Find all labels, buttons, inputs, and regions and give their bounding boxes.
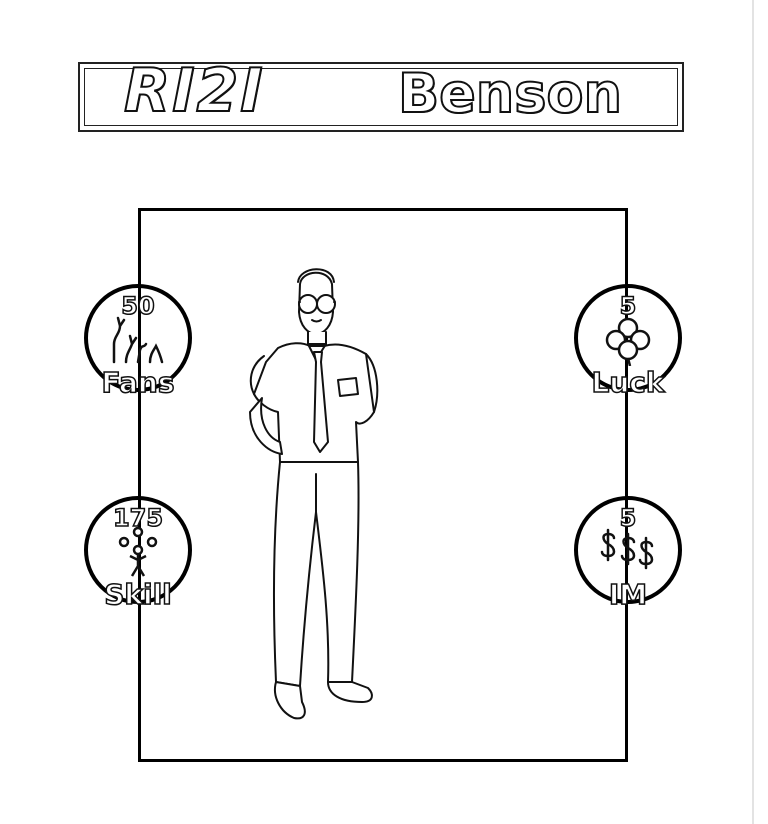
skill-label: Skill [103,577,172,612]
stat-ring [84,284,192,392]
im-value: 5 [619,503,637,533]
stat-skill: 175 Skill [84,496,192,612]
clover-icon [605,317,651,366]
fans-label: Fans [101,365,175,400]
luck-label: Luck [591,365,666,400]
stat-im: 5 IM [574,496,682,612]
stat-ring [574,496,682,604]
juggler-icon [118,526,158,577]
card-code: RI2I [123,55,265,127]
title-banner: RI2I Benson [78,55,684,132]
stat-ring [84,496,192,604]
stat-ring [574,284,682,392]
luck-value: 5 [619,291,637,321]
dollar-signs-icon [600,528,654,570]
stat-luck: 5 Luck [574,284,682,400]
card-frame [138,208,628,762]
stat-fans: 50 Fans [84,284,192,400]
page-edge [752,0,754,824]
security-guard-figure [249,268,379,720]
crowd-icon [112,316,164,364]
fans-value: 50 [121,291,156,321]
banner-inner-border [84,68,678,126]
character-name: Benson [397,61,623,126]
im-label: IM [608,577,648,612]
